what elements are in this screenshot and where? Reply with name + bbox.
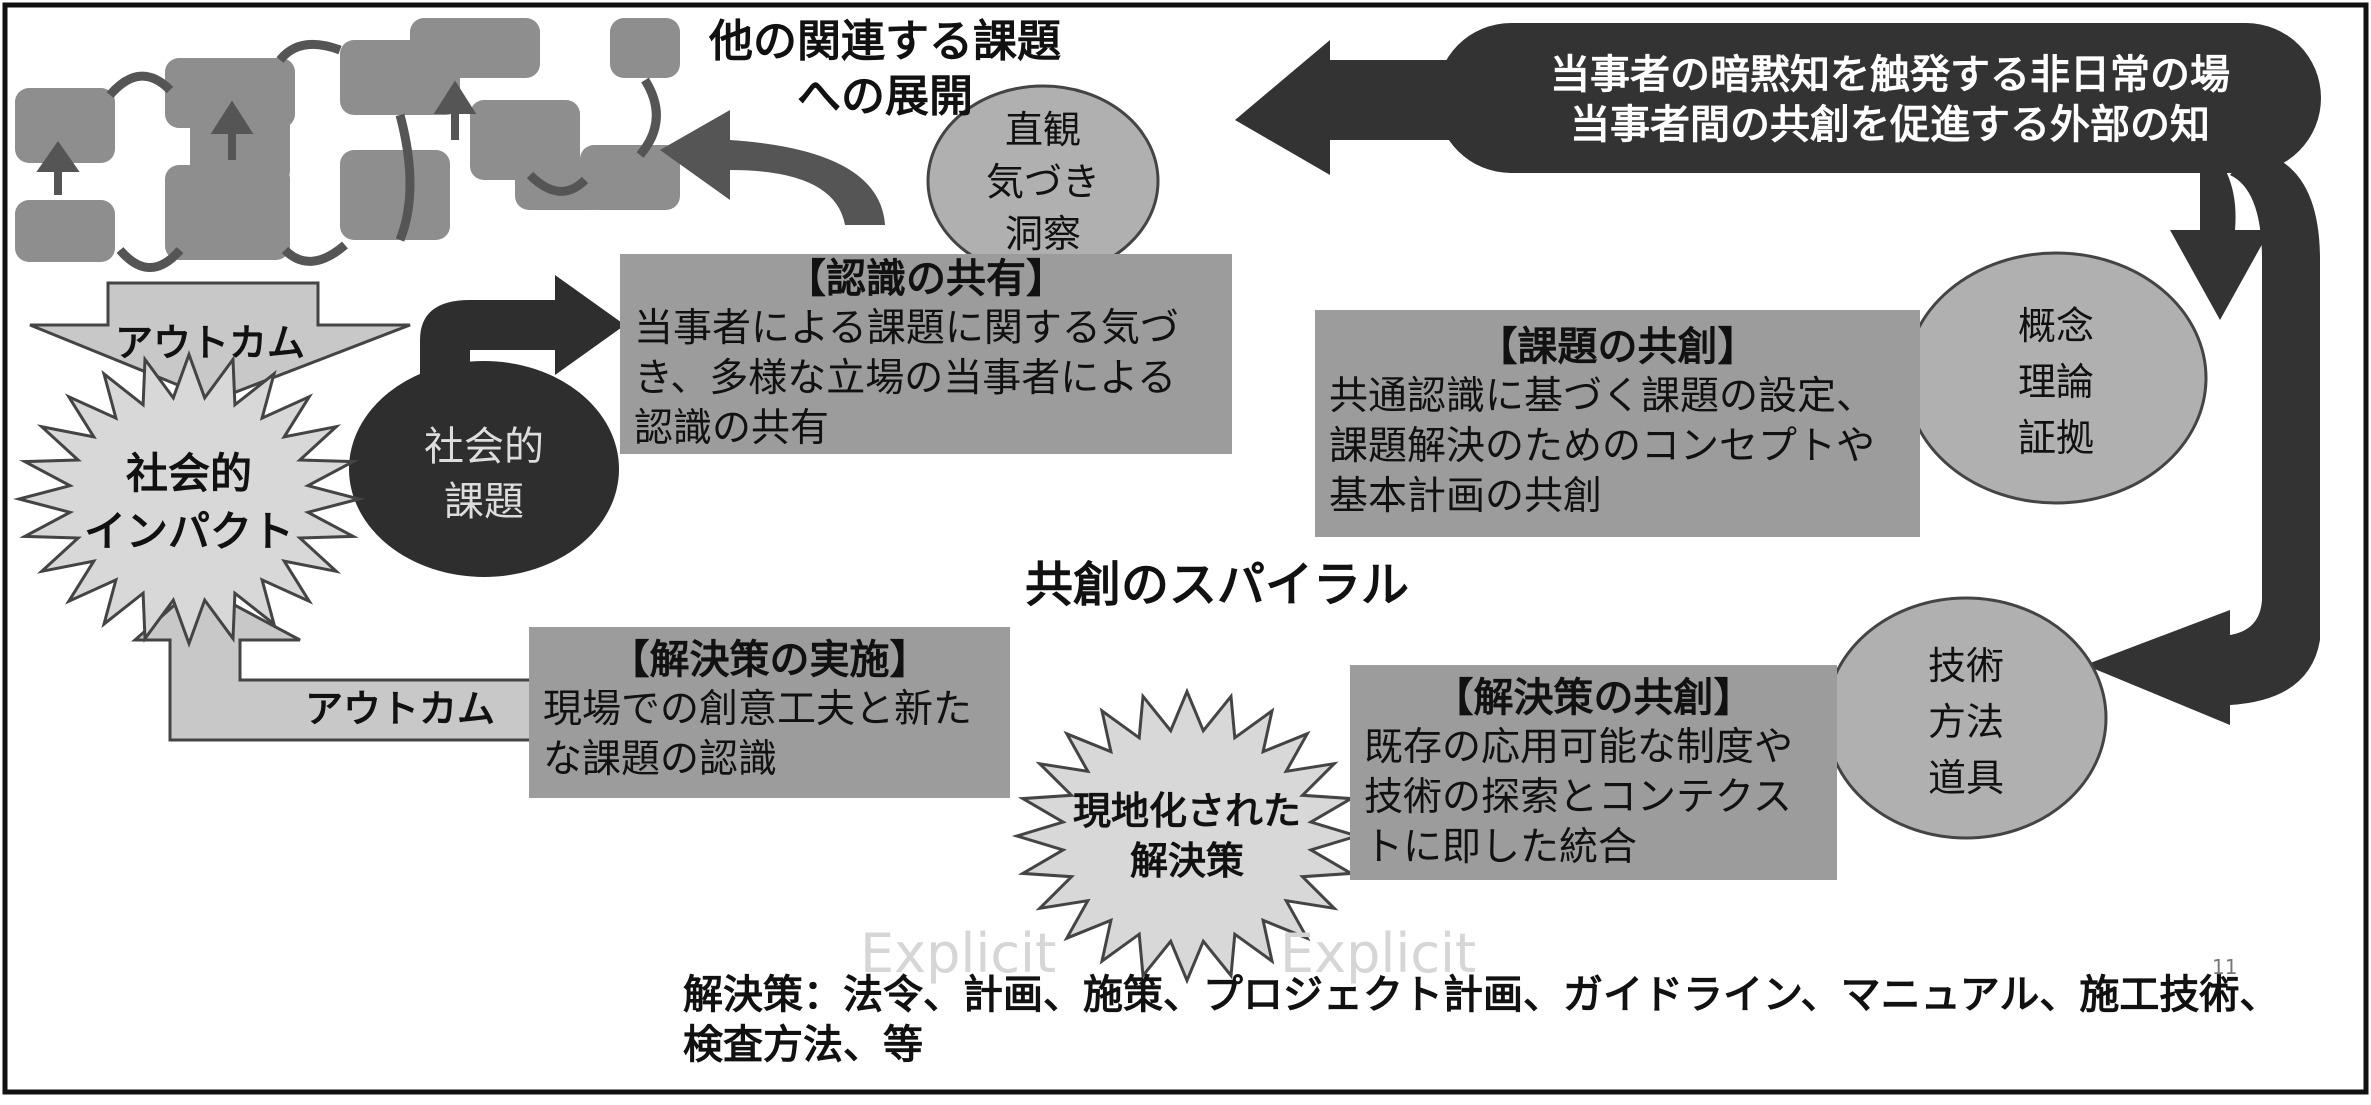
impact-line: 社会的 [125, 449, 252, 498]
bleed-text: Explicit [860, 922, 1057, 985]
box-line: な課題の認識 [543, 737, 778, 782]
footnote-line: 解決策：法令、計画、施策、プロジェクト計画、ガイドライン、マニュアル、施工技術、 [683, 972, 2280, 1018]
box-line: 技術の探索とコンテクス [1364, 775, 1792, 820]
cloud-line: 理論 [2017, 360, 2094, 404]
box-line: 既存の応用可能な制度や [1364, 725, 1794, 770]
banner: 当事者の暗黙知を触発する非日常の場 当事者間の共創を促進する外部の知 [1470, 50, 2310, 150]
spiral-arrow [1235, 23, 2321, 725]
cloud-line: 直観 [1004, 108, 1081, 152]
footnote-line: 検査方法、等 [683, 1022, 923, 1068]
box-title: 【課題の共創】 [1477, 324, 1758, 370]
cloud-line: 証拠 [2017, 416, 2094, 460]
localized-line: 現地化された [1072, 789, 1301, 833]
box-line: 現場での創意工夫と新た [543, 687, 973, 732]
impact-line: インパクト [83, 507, 294, 556]
cloud-line: 概念 [2017, 304, 2094, 348]
cloud-line: 洞察 [1004, 212, 1081, 256]
expansion-arrow [660, 110, 885, 225]
localized-solution-starburst [1011, 687, 1363, 985]
puzzle-blocks-graphic [15, 18, 680, 272]
outcome-top-label: アウトカム [115, 321, 306, 365]
intuition-cloud: 直観 気づき 洞察 [963, 104, 1123, 260]
spiral-title: 共創のスパイラル [1025, 557, 1410, 613]
expansion-line: への展開 [797, 71, 973, 122]
cloud-line: 方法 [1927, 700, 2004, 744]
box-line: トに即した統合 [1364, 825, 1638, 870]
solution-cocreation-box: 【解決策の共創】 既存の応用可能な制度や 技術の探索とコンテクス トに即した統合 [1350, 665, 1837, 880]
box-line: き、多様な立場の当事者による [634, 356, 1177, 401]
banner-line: 当事者間の共創を促進する外部の知 [1570, 102, 2210, 148]
box-line: 共通認識に基づく課題の設定、 [1329, 374, 1876, 419]
box-line: 課題解決のためのコンセプトや [1329, 424, 1876, 469]
outcome-bottom-label: アウトカム [305, 687, 496, 731]
social-issue-cloud-shape [349, 361, 619, 577]
box-title: 【解決策の共創】 [1433, 675, 1754, 721]
box-title: 【解決策の実施】 [609, 637, 930, 683]
tech-cloud: 技術 方法 道具 [1886, 638, 2046, 806]
box-line: 基本計画の共創 [1329, 474, 1603, 519]
issue-cocreation-box: 【課題の共創】 共通認識に基づく課題の設定、 課題解決のためのコンセプトや 基本… [1315, 310, 1920, 537]
localized-line: 解決策 [1129, 839, 1244, 883]
localized-solution: 現地化された 解決策 [1057, 786, 1317, 886]
box-title: 【認識の共有】 [786, 256, 1066, 302]
page-number: 11 [2212, 955, 2238, 979]
issue-to-recognition-arrow [420, 275, 625, 390]
cloud-line: 技術 [1927, 644, 2004, 688]
cloud-line: 道具 [1927, 756, 2004, 800]
box-line: 当事者による課題に関する気づ [634, 306, 1179, 351]
social-impact-starburst [13, 350, 365, 648]
footnote: 解決策：法令、計画、施策、プロジェクト計画、ガイドライン、マニュアル、施工技術、… [683, 970, 2279, 1070]
bleed-text: Explicit [1280, 922, 1477, 985]
box-line: 認識の共有 [634, 406, 830, 451]
outcome-down-arrow [29, 281, 411, 402]
recognition-box: 【認識の共有】 当事者による課題に関する気づ き、多様な立場の当事者による 認識… [620, 254, 1232, 454]
concept-cloud: 概念 理論 証拠 [1976, 298, 2136, 466]
cloud-line: 気づき [985, 160, 1100, 204]
cloud-line: 課題 [444, 479, 524, 525]
implementation-box: 【解決策の実施】 現場での創意工夫と新た な課題の認識 [529, 627, 1010, 798]
social-issue-cloud: 社会的 課題 [394, 420, 574, 530]
expansion-line: 他の関連する課題 [709, 16, 1061, 67]
cloud-line: 社会的 [424, 424, 544, 470]
expansion-label: 他の関連する課題 への展開 [700, 14, 1070, 124]
social-impact: 社会的 インパクト [79, 445, 299, 561]
banner-line: 当事者の暗黙知を触発する非日常の場 [1550, 52, 2230, 98]
